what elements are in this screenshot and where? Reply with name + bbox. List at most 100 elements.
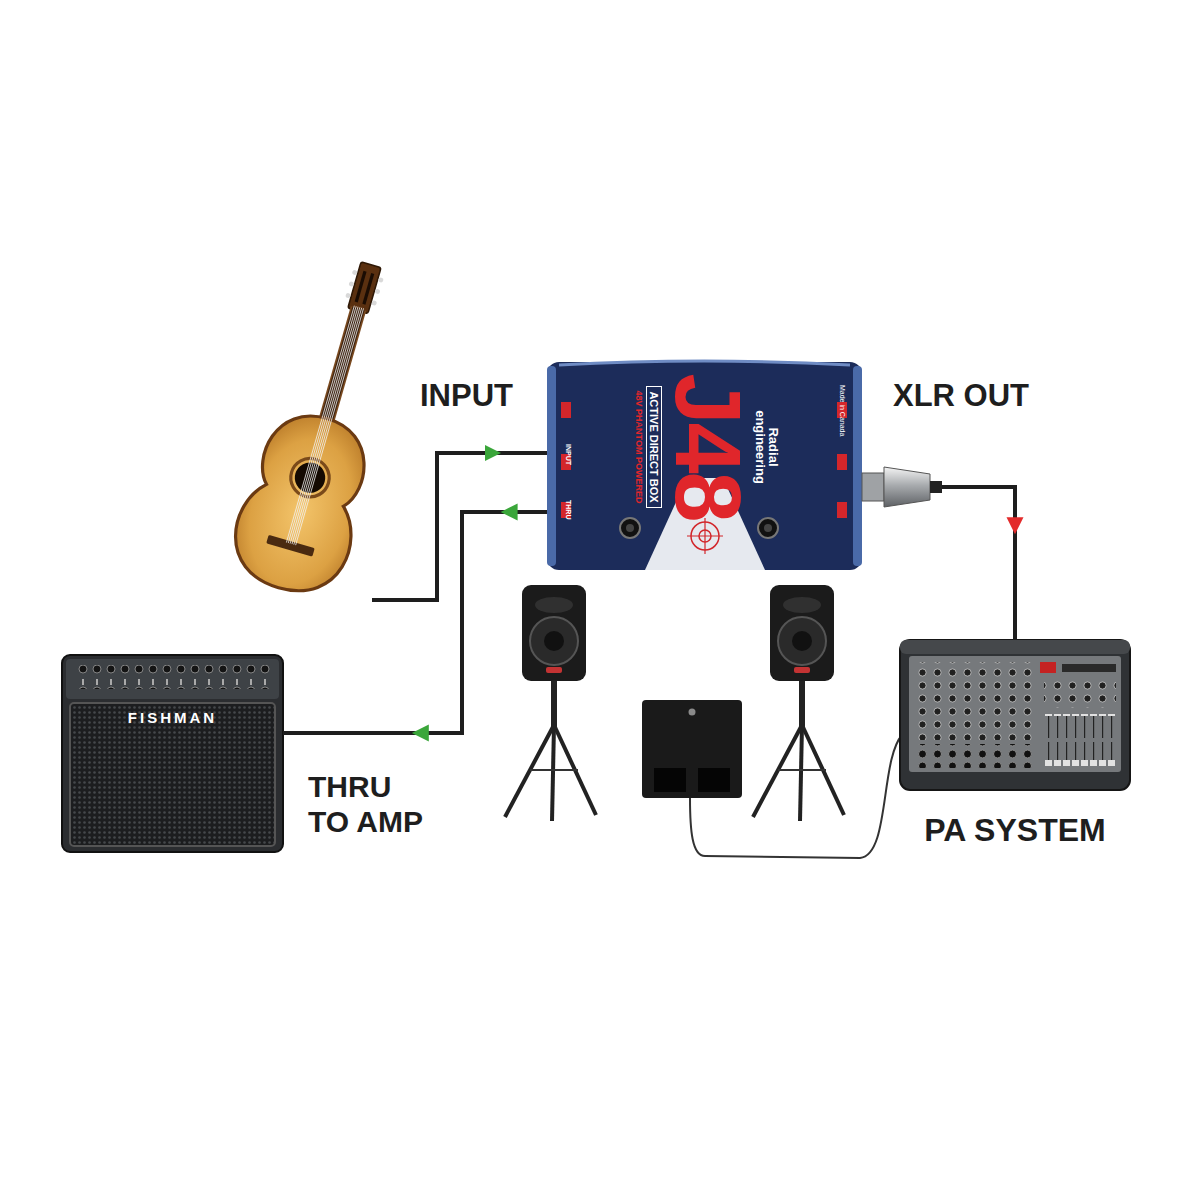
direct-box-body xyxy=(561,402,571,418)
direct-box-body xyxy=(837,454,847,470)
subwoofer xyxy=(642,700,742,798)
guitar-illustration xyxy=(362,273,374,305)
pa-speaker xyxy=(551,679,557,727)
pa-speaker xyxy=(799,679,805,727)
direct-box: Radial engineeringJ48ACTIVE DIRECT BOX48… xyxy=(547,362,862,570)
mixer-illustration xyxy=(914,744,1034,768)
mixer-illustration xyxy=(1062,664,1116,672)
mixer-illustration xyxy=(1040,662,1056,673)
port-label: INPUT xyxy=(420,378,513,414)
mixer-illustration xyxy=(900,640,1130,654)
speaker-cable xyxy=(690,735,902,858)
pa-speaker xyxy=(522,585,586,681)
guitar-illustration xyxy=(296,308,364,545)
subwoofer xyxy=(689,709,696,716)
guitar-illustration xyxy=(375,289,381,295)
arrow-head xyxy=(501,504,518,521)
xlr-plug xyxy=(930,481,942,493)
guitar-illustration xyxy=(371,300,377,306)
direct-box-body xyxy=(559,361,850,365)
pa-speaker xyxy=(753,585,844,821)
pa-speaker xyxy=(800,725,802,821)
node-content: FISHMAN xyxy=(62,709,283,726)
pa-speaker xyxy=(530,769,578,771)
guitar-illustration xyxy=(266,535,315,557)
node-content: Radial engineeringJ48ACTIVE DIRECT BOX48… xyxy=(617,362,797,532)
pa-speaker xyxy=(552,725,554,821)
signal-arrow xyxy=(485,445,501,461)
mixer-illustration xyxy=(900,640,1130,790)
direct-box-body xyxy=(758,518,778,538)
brand-name: FISHMAN xyxy=(62,709,283,726)
mixer-illustration xyxy=(909,656,1121,772)
device-caption: PA SYSTEM xyxy=(880,812,1150,849)
connector-group xyxy=(862,487,1024,640)
guitar-illustration xyxy=(294,308,362,545)
pa-mixer: PA SYSTEM xyxy=(900,640,1130,855)
subwoofer xyxy=(642,700,742,798)
direct-box-body xyxy=(547,366,556,566)
pa-speaker xyxy=(783,597,821,613)
arrow-head xyxy=(412,725,429,742)
direct-box-body xyxy=(837,502,847,518)
brand-name: Radial engineering xyxy=(753,402,780,492)
guitar-illustration xyxy=(223,403,382,604)
xlr-plug xyxy=(862,467,942,507)
amplifier-illustration xyxy=(62,655,283,852)
guitar-illustration xyxy=(345,293,351,299)
pa-speaker xyxy=(794,667,810,673)
direct-box-body xyxy=(547,362,862,570)
guitar-illustration xyxy=(290,307,358,544)
direct-box-body xyxy=(853,366,862,566)
pa-speaker xyxy=(546,667,562,673)
guitar-illustration xyxy=(352,270,358,276)
amplifier-illustration xyxy=(66,659,279,699)
guitar-illustration xyxy=(223,249,426,604)
guitar-illustration xyxy=(378,277,384,283)
subwoofer xyxy=(654,768,686,792)
xlr-plug xyxy=(862,473,884,501)
guitar-illustration xyxy=(286,306,363,546)
subwoofer xyxy=(698,768,730,792)
guitar-illustration xyxy=(348,262,381,314)
guitar-illustration xyxy=(317,307,365,434)
pa-speaker xyxy=(535,597,573,613)
direct-box-body xyxy=(620,518,640,538)
mixer-illustration xyxy=(1044,678,1116,708)
signal-cable xyxy=(862,487,1015,640)
amplifier: FISHMAN xyxy=(62,655,283,852)
amplifier-illustration xyxy=(62,655,283,852)
pa-speaker xyxy=(530,617,578,665)
mixer-illustration xyxy=(900,640,1130,790)
amplifier-illustration xyxy=(76,665,272,689)
connector-label: THRU TO AMP xyxy=(308,770,433,839)
product-type: ACTIVE DIRECT BOX xyxy=(646,386,662,507)
connector-label: XLR OUT xyxy=(893,378,1029,414)
direct-box-body xyxy=(764,524,772,532)
pa-speaker xyxy=(505,585,596,821)
pa-speaker xyxy=(792,631,812,651)
guitar-illustration xyxy=(288,306,356,543)
guitar-cable xyxy=(372,453,547,600)
node-content: PA SYSTEM xyxy=(880,812,1150,849)
pa-speaker xyxy=(778,769,826,771)
pa-speaker xyxy=(778,617,826,665)
signal-cable xyxy=(283,512,547,733)
direct-box-body xyxy=(626,524,634,532)
product-note: 48V PHANTOM POWERED xyxy=(634,391,644,504)
mixer-illustration xyxy=(1044,714,1116,766)
guitar-illustration xyxy=(292,307,360,544)
xlr-plug xyxy=(884,467,930,507)
origin-note: Made in Canada xyxy=(839,385,846,436)
pa-speaker xyxy=(544,631,564,651)
arrow-head xyxy=(1007,517,1024,534)
jack-label: INPUT xyxy=(565,444,572,465)
mixer-illustration xyxy=(914,662,1034,740)
direct-box-body xyxy=(547,361,862,570)
guitar-illustration xyxy=(348,281,354,287)
